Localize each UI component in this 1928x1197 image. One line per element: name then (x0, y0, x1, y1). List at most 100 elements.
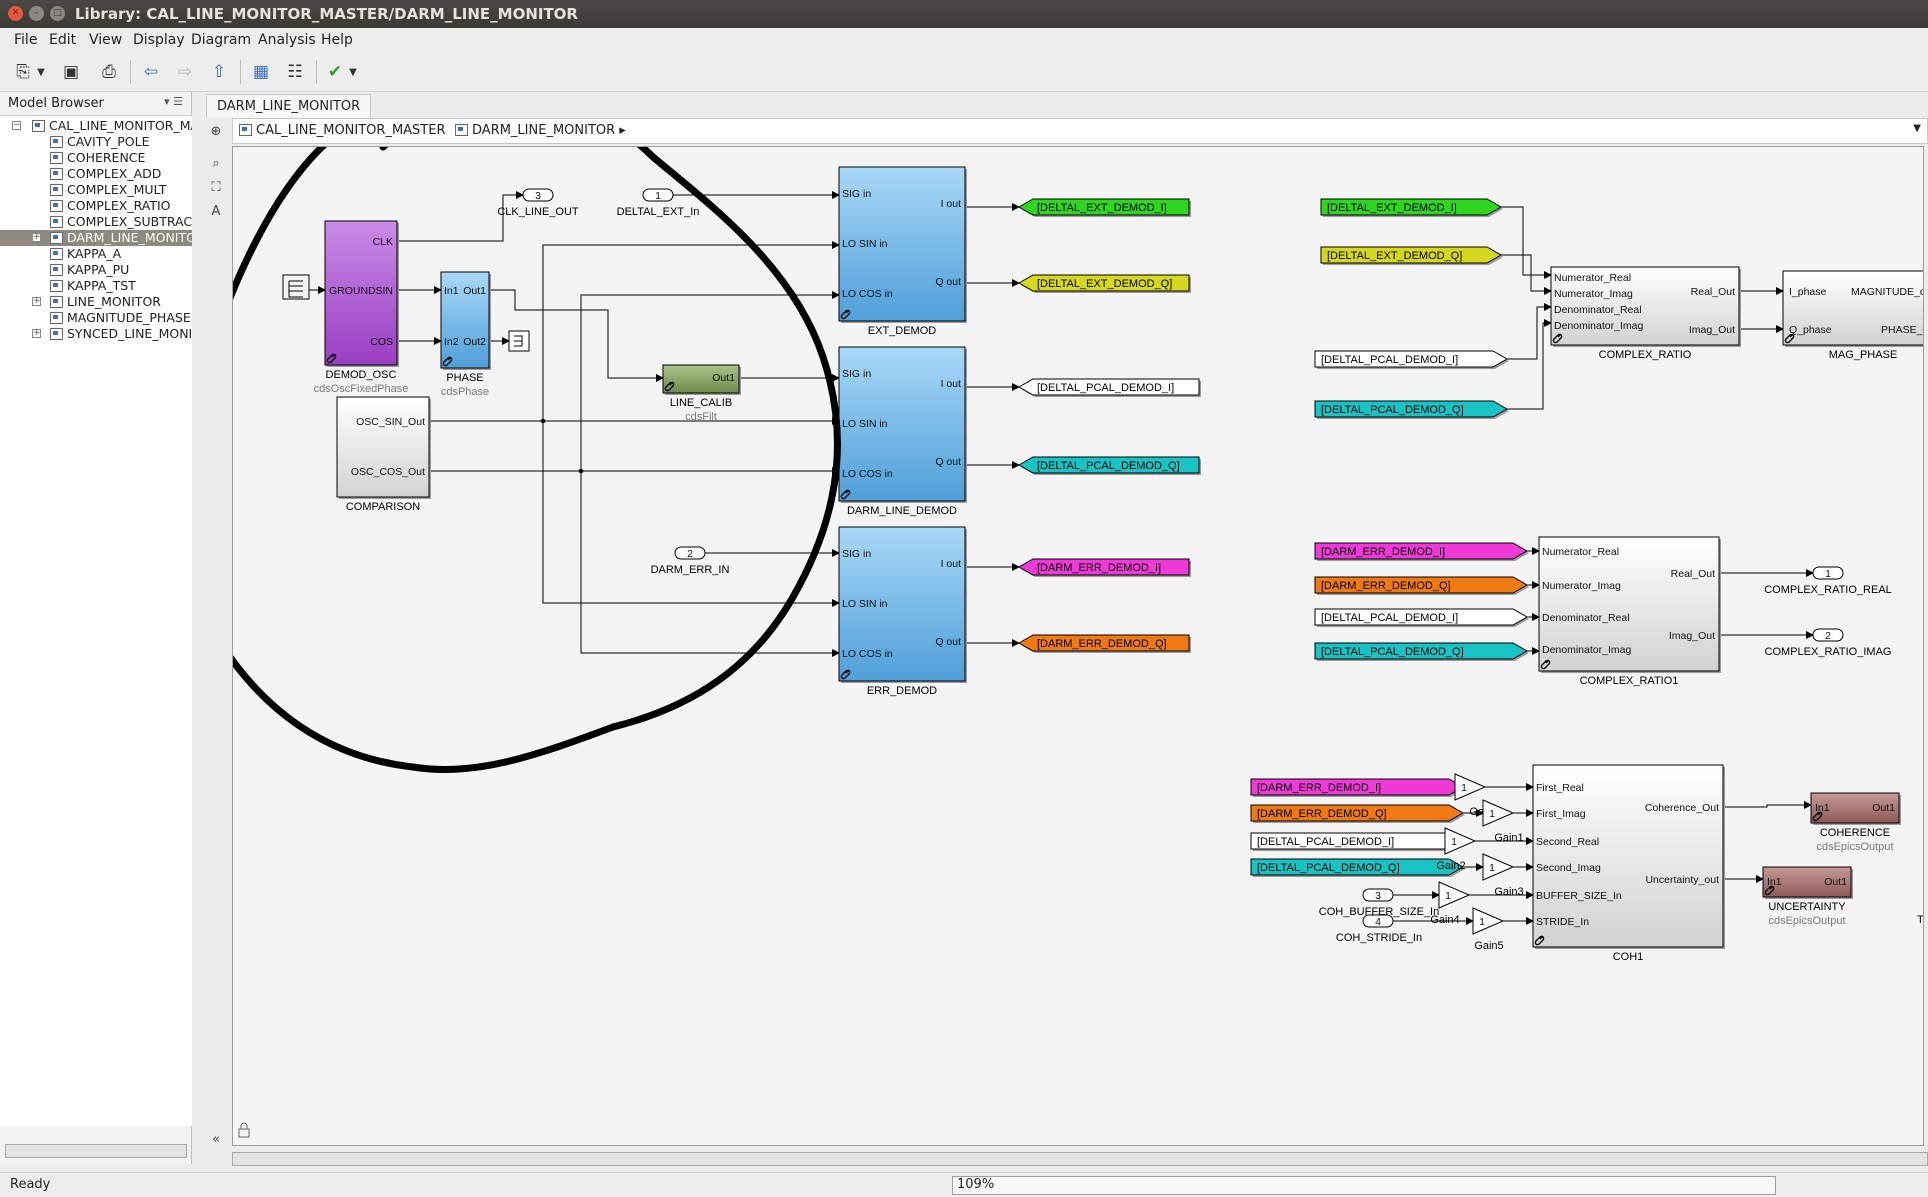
check-dropdown-chevron-icon[interactable]: ▼ (349, 66, 357, 78)
minimize-window-icon[interactable]: – (29, 6, 44, 21)
up-icon[interactable]: ⇧ (211, 62, 227, 82)
model-browser-scrollbar[interactable] (5, 1144, 187, 1158)
back-icon[interactable]: ⇦ (143, 62, 159, 82)
menu-view[interactable]: View (89, 32, 123, 48)
tree-item[interactable]: COMPLEX_RATIO (0, 198, 192, 214)
breadcrumb-item-darm[interactable]: DARM_LINE_MONITOR ▸ (455, 123, 626, 138)
canvas-horizontal-scrollbar[interactable] (232, 1152, 1928, 1166)
ext-demod-block[interactable]: EXT_DEMOD (838, 166, 967, 337)
tree-item[interactable]: COMPLEX_SUBTRAC (0, 214, 192, 230)
expand-icon[interactable]: + (32, 296, 41, 306)
model-browser-menu-icon[interactable]: ▾ ☰ (164, 95, 183, 108)
from-tag[interactable]: [DELTAL_EXT_DEMOD_I] (1320, 198, 1503, 217)
annotation-icon[interactable]: A (211, 204, 221, 219)
library-browser-icon[interactable]: ▦ (252, 62, 270, 82)
hide-show-explorer-icon[interactable]: ⊕ (210, 124, 222, 139)
ground-block[interactable] (282, 274, 310, 300)
goto-tag[interactable]: [DELTAL_EXT_DEMOD_I] (1017, 198, 1191, 217)
from-tag[interactable]: [DELTAL_PCAL_DEMOD_Q] (1250, 858, 1465, 877)
err-demod-block[interactable]: ERR_DEMOD (838, 526, 967, 697)
complex-ratio1-block[interactable]: COMPLEX_RATIO1 (1538, 536, 1721, 687)
close-window-icon[interactable]: ✕ (8, 6, 23, 21)
menu-analysis[interactable]: Analysis (258, 32, 316, 48)
from-tag[interactable]: [DELTAL_PCAL_DEMOD_Q] (1314, 400, 1509, 419)
terminator-block[interactable] (508, 330, 530, 352)
tree-item[interactable]: COMPLEX_MULT (0, 182, 192, 198)
check-model-icon[interactable]: ✔ (327, 62, 343, 82)
tree-item[interactable]: KAPPA_PU (0, 262, 192, 278)
save-icon[interactable]: ▣ (62, 62, 80, 82)
breadcrumb-item-master[interactable]: CAL_LINE_MONITOR_MASTER (239, 123, 446, 138)
goto-tag[interactable]: [DELTAL_PCAL_DEMOD_I] (1017, 378, 1201, 397)
new-model-icon[interactable]: ⎘ (16, 62, 30, 82)
from-tag[interactable]: [DELTAL_PCAL_DEMOD_I] (1314, 350, 1509, 369)
from-tag[interactable]: [DELTAL_EXT_DEMOD_Q] (1320, 246, 1503, 265)
complex-ratio-block[interactable]: COMPLEX_RATIO (1550, 266, 1741, 361)
coh1-block[interactable]: COH1 (1532, 764, 1725, 963)
menu-display[interactable]: Display (133, 32, 185, 48)
tree-item[interactable]: MAGNITUDE_PHASE (0, 310, 192, 326)
from-tag[interactable]: [DELTAL_PCAL_DEMOD_I] (1314, 608, 1529, 627)
goto-tag[interactable]: [DELTAL_PCAL_DEMOD_Q] (1017, 456, 1201, 475)
tree-item[interactable]: +DARM_LINE_MONITO (0, 230, 192, 246)
comparison-block[interactable]: COMPARISON (336, 396, 431, 513)
tree-item[interactable]: KAPPA_A (0, 246, 192, 262)
tree-item[interactable]: CAVITY_POLE (0, 134, 192, 150)
breadcrumb-dropdown-icon[interactable]: ▼ (1913, 123, 1921, 134)
tree-item[interactable]: +SYNCED_LINE_MONI (0, 326, 192, 342)
tag-shape (1017, 198, 1190, 216)
tree-item[interactable]: −CAL_LINE_MONITOR_MA (0, 118, 192, 134)
forward-icon[interactable]: ⇨ (177, 62, 193, 82)
collapse-panel-icon[interactable]: « (212, 1132, 220, 1147)
expand-icon[interactable]: + (32, 328, 41, 338)
menu-edit[interactable]: Edit (49, 32, 77, 48)
print-icon[interactable]: ⎙ (102, 62, 116, 82)
model-explorer-icon[interactable]: ☷ (287, 62, 303, 82)
expand-icon[interactable]: + (32, 232, 41, 242)
new-dropdown-chevron-icon[interactable]: ▼ (37, 66, 45, 78)
menu-file[interactable]: File (14, 32, 38, 48)
tree-item[interactable]: COMPLEX_ADD (0, 166, 192, 182)
gain-value: 1 (1451, 836, 1457, 848)
from-tag[interactable]: [DARM_ERR_DEMOD_Q] (1314, 576, 1529, 595)
tree-item[interactable]: +LINE_MONITOR (0, 294, 192, 310)
port-oval (522, 188, 554, 202)
from-tag[interactable]: [DARM_ERR_DEMOD_I] (1314, 542, 1529, 561)
collapse-icon[interactable]: − (12, 120, 21, 130)
goto-tag[interactable]: [DARM_ERR_DEMOD_I] (1017, 558, 1191, 577)
maximize-window-icon[interactable]: □ (50, 6, 65, 21)
goto-tag[interactable]: [DELTAL_EXT_DEMOD_Q] (1017, 274, 1191, 293)
from-tag[interactable]: [DELTAL_PCAL_DEMOD_I] (1250, 832, 1465, 851)
darm-line-demod-block[interactable]: DARM_LINE_DEMOD (838, 346, 967, 517)
tree-item[interactable]: KAPPA_TST (0, 278, 192, 294)
tab-darm-line-monitor[interactable]: DARM_LINE_MONITOR (206, 94, 372, 118)
from-tag[interactable]: [DARM_ERR_DEMOD_Q] (1250, 804, 1465, 823)
mag-phase-block[interactable]: MAG_PHASE (1782, 270, 1924, 361)
from-tag[interactable]: [DARM_ERR_DEMOD_I] (1250, 778, 1465, 797)
menu-diagram[interactable]: Diagram (191, 32, 252, 48)
fit-to-view-icon[interactable]: ⛶ (211, 180, 221, 195)
tree-item[interactable]: COHERENCE (0, 150, 192, 166)
from-tag[interactable]: [DELTAL_PCAL_DEMOD_Q] (1314, 642, 1529, 661)
zoom-in-icon[interactable]: ⌕ (212, 156, 220, 171)
menu-help[interactable]: Help (321, 32, 353, 48)
goto-tag[interactable]: [DARM_ERR_DEMOD_Q] (1017, 634, 1191, 653)
